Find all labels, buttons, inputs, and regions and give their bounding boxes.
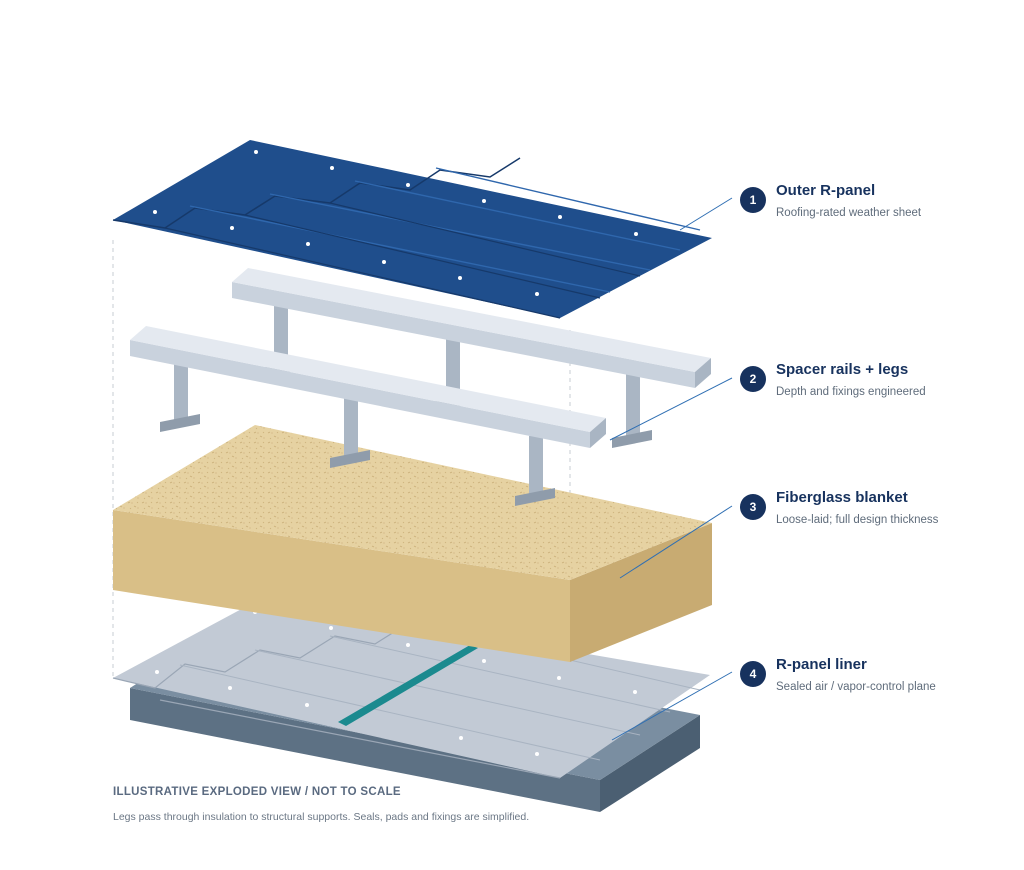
fiberglass-blanket <box>113 425 712 662</box>
callout-number-badge: 1 <box>740 187 766 213</box>
spacer-rails <box>130 268 711 506</box>
note-title: ILLUSTRATIVE EXPLODED VIEW / NOT TO SCAL… <box>113 786 401 798</box>
outer-panel <box>112 140 712 319</box>
callout-subtitle: Loose-laid; full design thickness <box>776 514 939 526</box>
callout-title: R-panel liner <box>776 656 867 673</box>
callout-number-badge: 2 <box>740 366 766 392</box>
callout-subtitle: Sealed air / vapor-control plane <box>776 681 936 693</box>
note-text: Legs pass through insulation to structur… <box>113 811 530 823</box>
callout-number-badge: 4 <box>740 661 766 687</box>
callout-title: Outer R-panel <box>776 182 876 199</box>
callout-subtitle: Depth and fixings engineered <box>776 386 926 398</box>
leader-lines <box>609 197 733 741</box>
callout-title: Fiberglass blanket <box>776 489 908 506</box>
seal-strip <box>338 645 478 726</box>
callout-subtitle: Roofing-rated weather sheet <box>776 207 922 219</box>
callout-title: Spacer rails + legs <box>776 361 909 378</box>
callout-number-badge: 3 <box>740 494 766 520</box>
